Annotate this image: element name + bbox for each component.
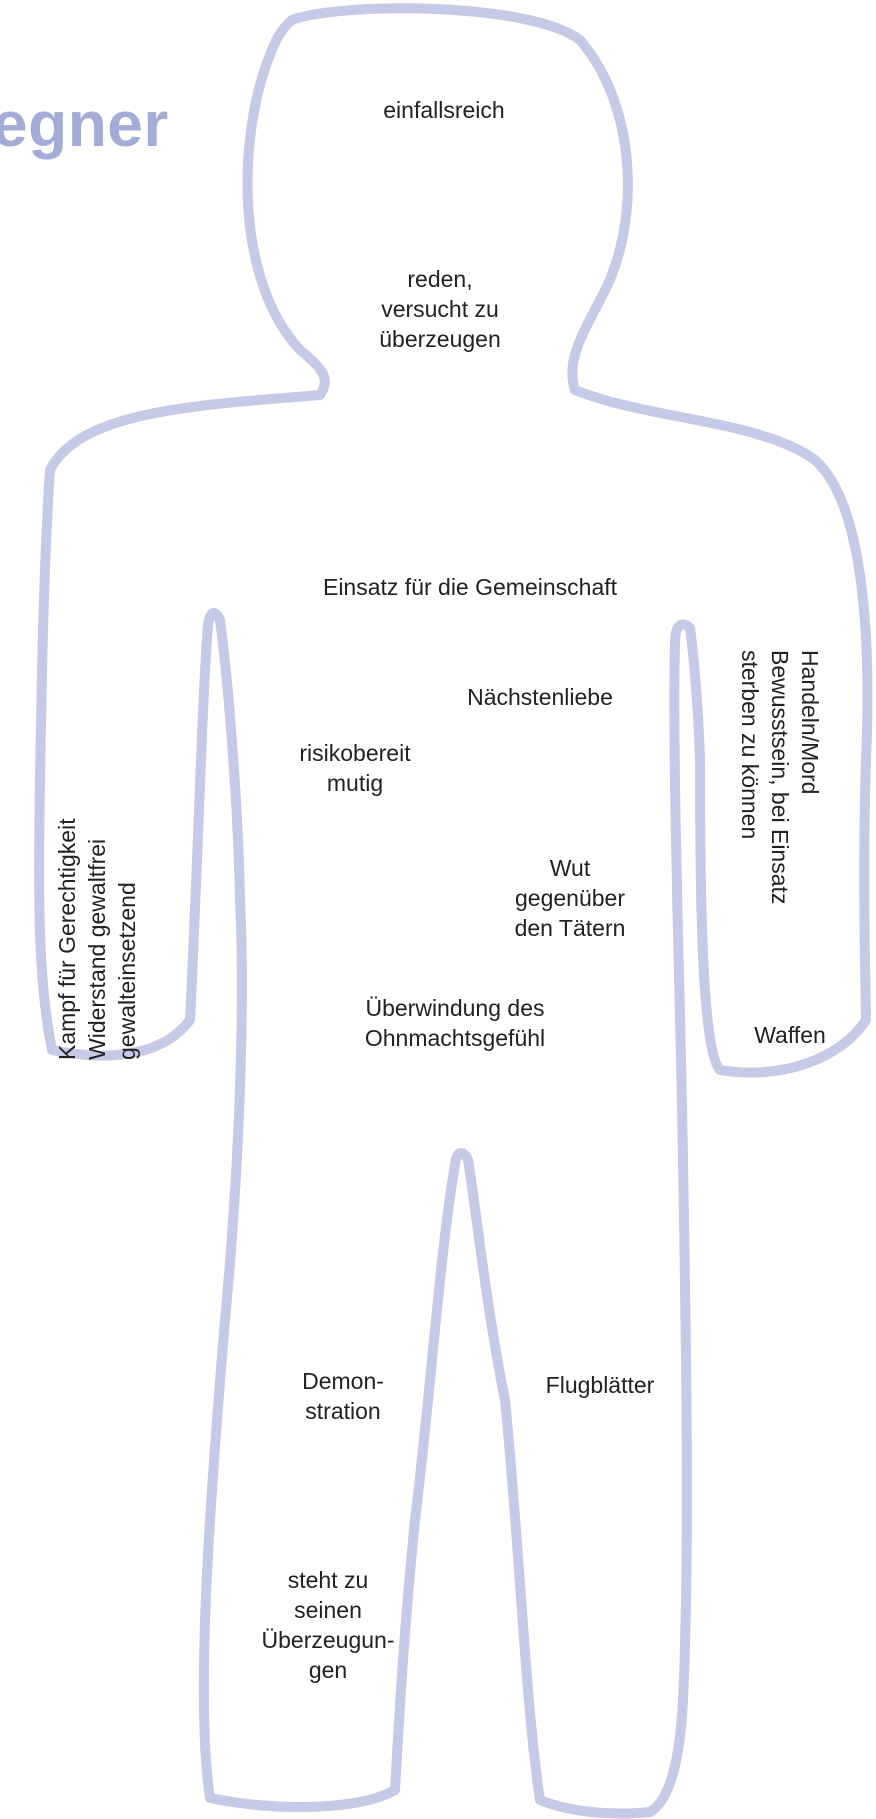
label-gemeinschaft: Einsatz für die Gemeinschaft: [322, 574, 618, 600]
page-title: egner: [0, 88, 169, 160]
label-handeln: Handeln/Mord Bewusstsein, bei Einsatz st…: [737, 650, 823, 905]
label-risikobereit: risikobereit mutig: [299, 740, 411, 796]
label-einfallsreich: einfallsreich: [383, 97, 505, 123]
label-waffen: Waffen: [754, 1022, 826, 1048]
label-kampf: Kampf für Gerechtigkeit Widerstand gewal…: [54, 818, 140, 1060]
body-outline-path: [34, 3, 873, 1819]
label-flugblaetter: Flugblätter: [545, 1372, 655, 1398]
label-naechstenliebe: Nächstenliebe: [467, 684, 613, 710]
label-ueberwindung: Überwindung des Ohnmachtsgefühl: [364, 995, 546, 1051]
label-demonstration: Demon- stration: [302, 1368, 384, 1424]
label-reden: reden, versucht zu überzeugen: [379, 266, 501, 352]
label-steht-zu: steht zu seinen Überzeugun- gen: [261, 1567, 395, 1683]
label-wut: Wut gegenüber den Tätern: [514, 855, 626, 941]
